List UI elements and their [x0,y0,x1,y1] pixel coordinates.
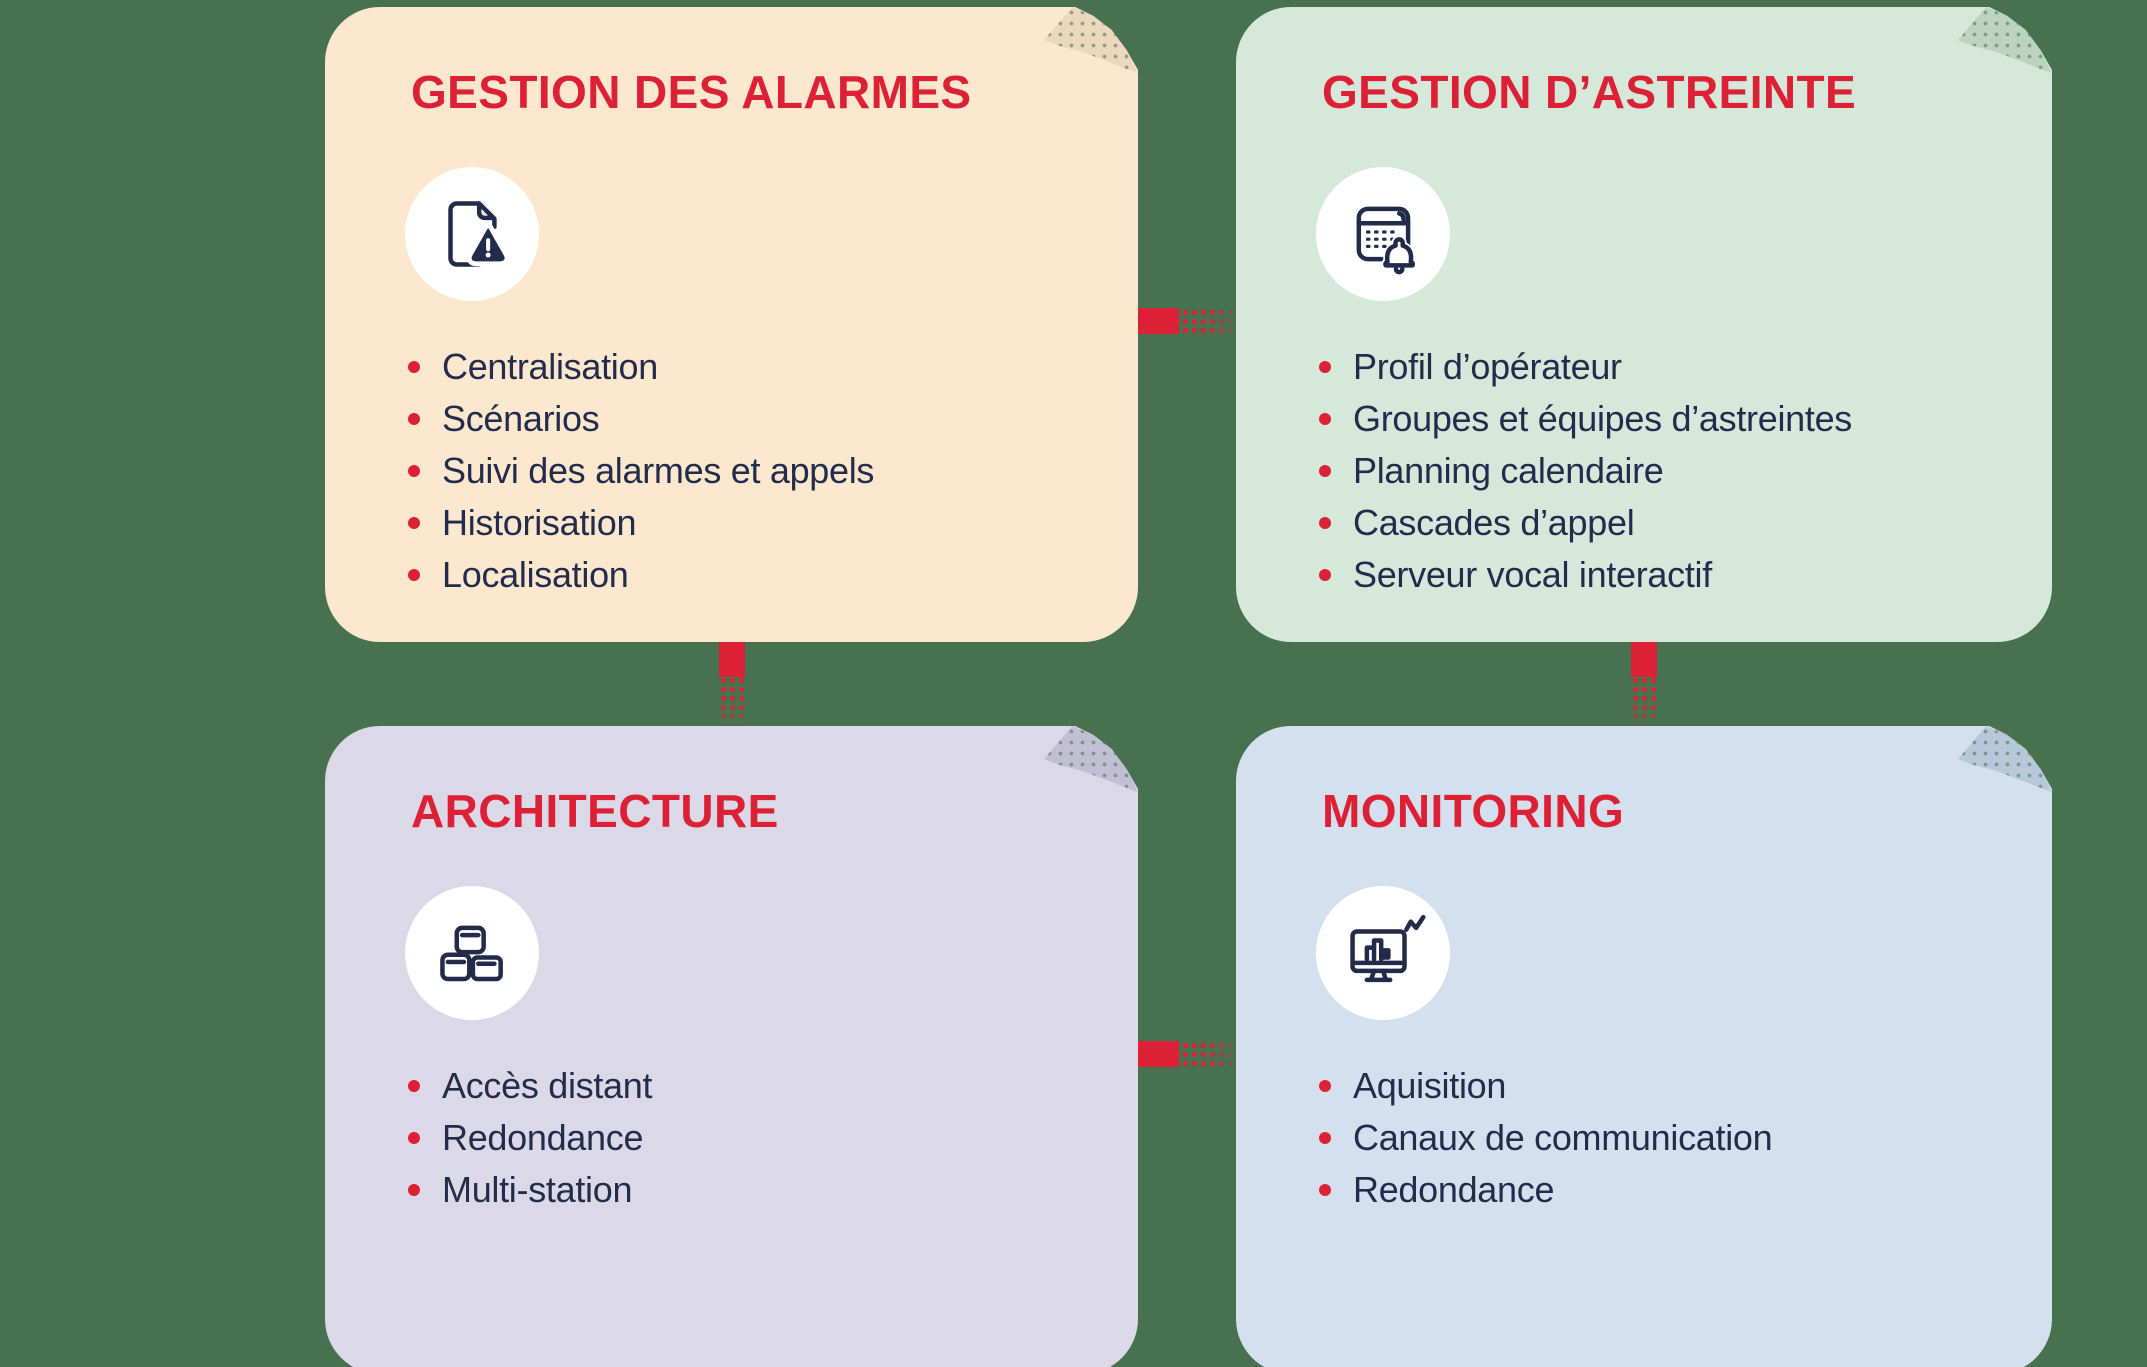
card-architecture: ARCHITECTURE Accès distant Redondance Mu… [325,726,1138,1367]
document-alert-icon [448,201,510,267]
icon-circle [405,886,539,1020]
list-item: Redondance [408,1112,1088,1164]
calendar-bell-icon [1356,206,1417,275]
feature-list: Profil d’opérateur Groupes et équipes d’… [1319,341,1999,601]
list-item: Profil d’opérateur [1319,341,1999,393]
list-item: Cascades d’appel [1319,497,1999,549]
page-curl-decoration [1958,726,2052,798]
card-gestion-des-alarmes: GESTION DES ALARMES Centralisation Scéna… [325,7,1138,642]
page-curl-decoration [1044,7,1138,79]
devices-stack-icon [440,925,503,982]
list-item: Suivi des alarmes et appels [408,445,1088,497]
card-monitoring: MONITORING Aquisition Canaux de communic… [1236,726,2052,1367]
monitor-chart-icon [1350,914,1426,983]
page-curl-decoration [1958,7,2052,79]
list-item: Redondance [1319,1164,1999,1216]
connector-bottom-horizontal [1136,1041,1238,1067]
card-title: MONITORING [1322,785,1625,837]
card-title: GESTION D’ASTREINTE [1322,66,1857,118]
icon-circle [1316,167,1450,301]
feature-list: Accès distant Redondance Multi-station [408,1060,1088,1216]
list-item: Localisation [408,549,1088,601]
feature-list: Centralisation Scénarios Suivi des alarm… [408,341,1088,601]
list-item: Accès distant [408,1060,1088,1112]
card-gestion-dastreinte: GESTION D’ASTREINTE Profil d’opérateur G… [1236,7,2052,642]
list-item: Canaux de communication [1319,1112,1999,1164]
list-item: Multi-station [408,1164,1088,1216]
feature-list: Aquisition Canaux de communication Redon… [1319,1060,1999,1216]
list-item: Centralisation [408,341,1088,393]
connector-left-vertical [719,640,745,728]
page-curl-decoration [1044,726,1138,798]
connector-right-vertical [1631,640,1657,728]
icon-circle [1316,886,1450,1020]
list-item: Groupes et équipes d’astreintes [1319,393,1999,445]
list-item: Historisation [408,497,1088,549]
list-item: Aquisition [1319,1060,1999,1112]
list-item: Scénarios [408,393,1088,445]
icon-circle [405,167,539,301]
connector-top-horizontal [1136,308,1238,334]
list-item: Serveur vocal interactif [1319,549,1999,601]
card-title: ARCHITECTURE [411,785,779,837]
card-title: GESTION DES ALARMES [411,66,972,118]
list-item: Planning calendaire [1319,445,1999,497]
